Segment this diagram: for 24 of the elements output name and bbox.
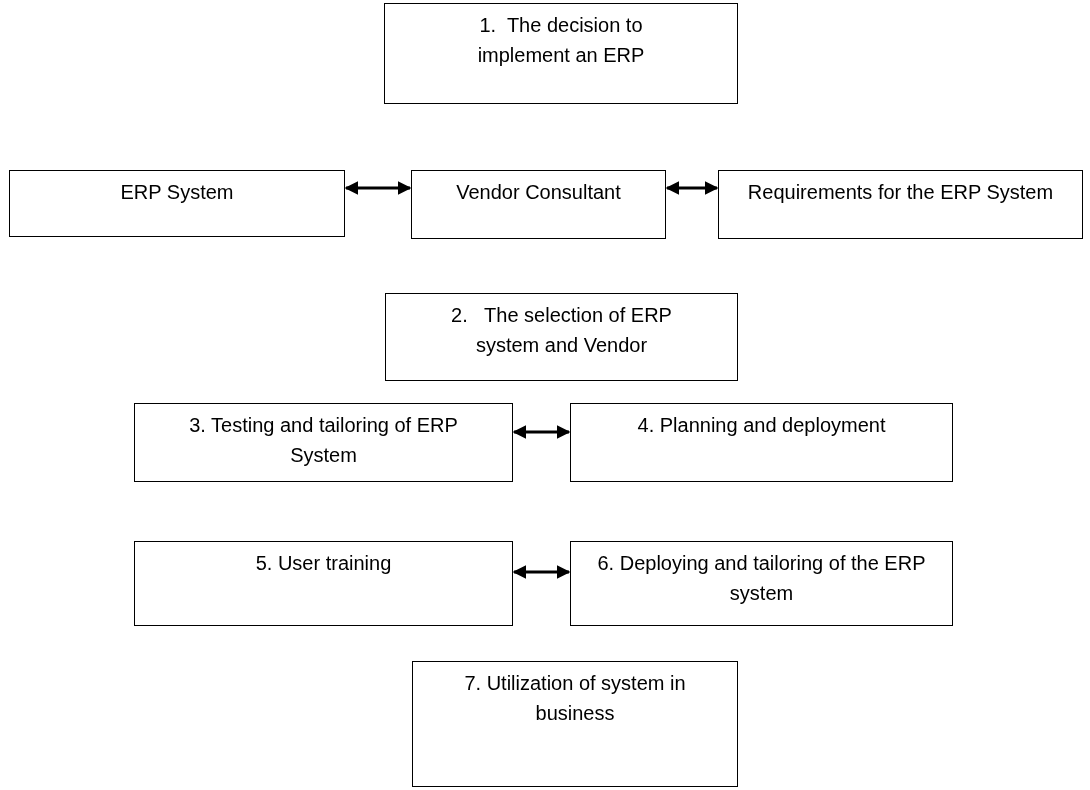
process-box [134,541,513,626]
box-text: 2. The selection of ERP system and Vendor [450,303,673,358]
process-box [718,170,1083,239]
box-text: 1. The decision to implement an ERP [476,13,646,68]
box-text: Requirements for the ERP System [747,180,1054,205]
process-box [412,661,738,787]
box-text: 6. Deploying and tailoring of the ERP system [596,551,927,606]
process-box [570,403,953,482]
box-text: 5. User training [255,551,392,576]
double-arrow [512,425,571,439]
process-box [411,170,666,239]
box-text: 7. Utilization of system in business [463,671,687,726]
box-text: ERP System [120,180,234,205]
box-text: 4. Planning and deployment [637,413,886,438]
box-text: Vendor Consultant [456,180,621,205]
process-box [134,403,513,482]
process-box [384,3,738,104]
process-box [570,541,953,626]
double-arrow [512,565,571,579]
double-arrow [344,181,412,195]
process-box [9,170,345,237]
process-box [385,293,738,381]
box-text: 3. Testing and tailoring of ERP System [188,413,459,468]
double-arrow [665,181,719,195]
